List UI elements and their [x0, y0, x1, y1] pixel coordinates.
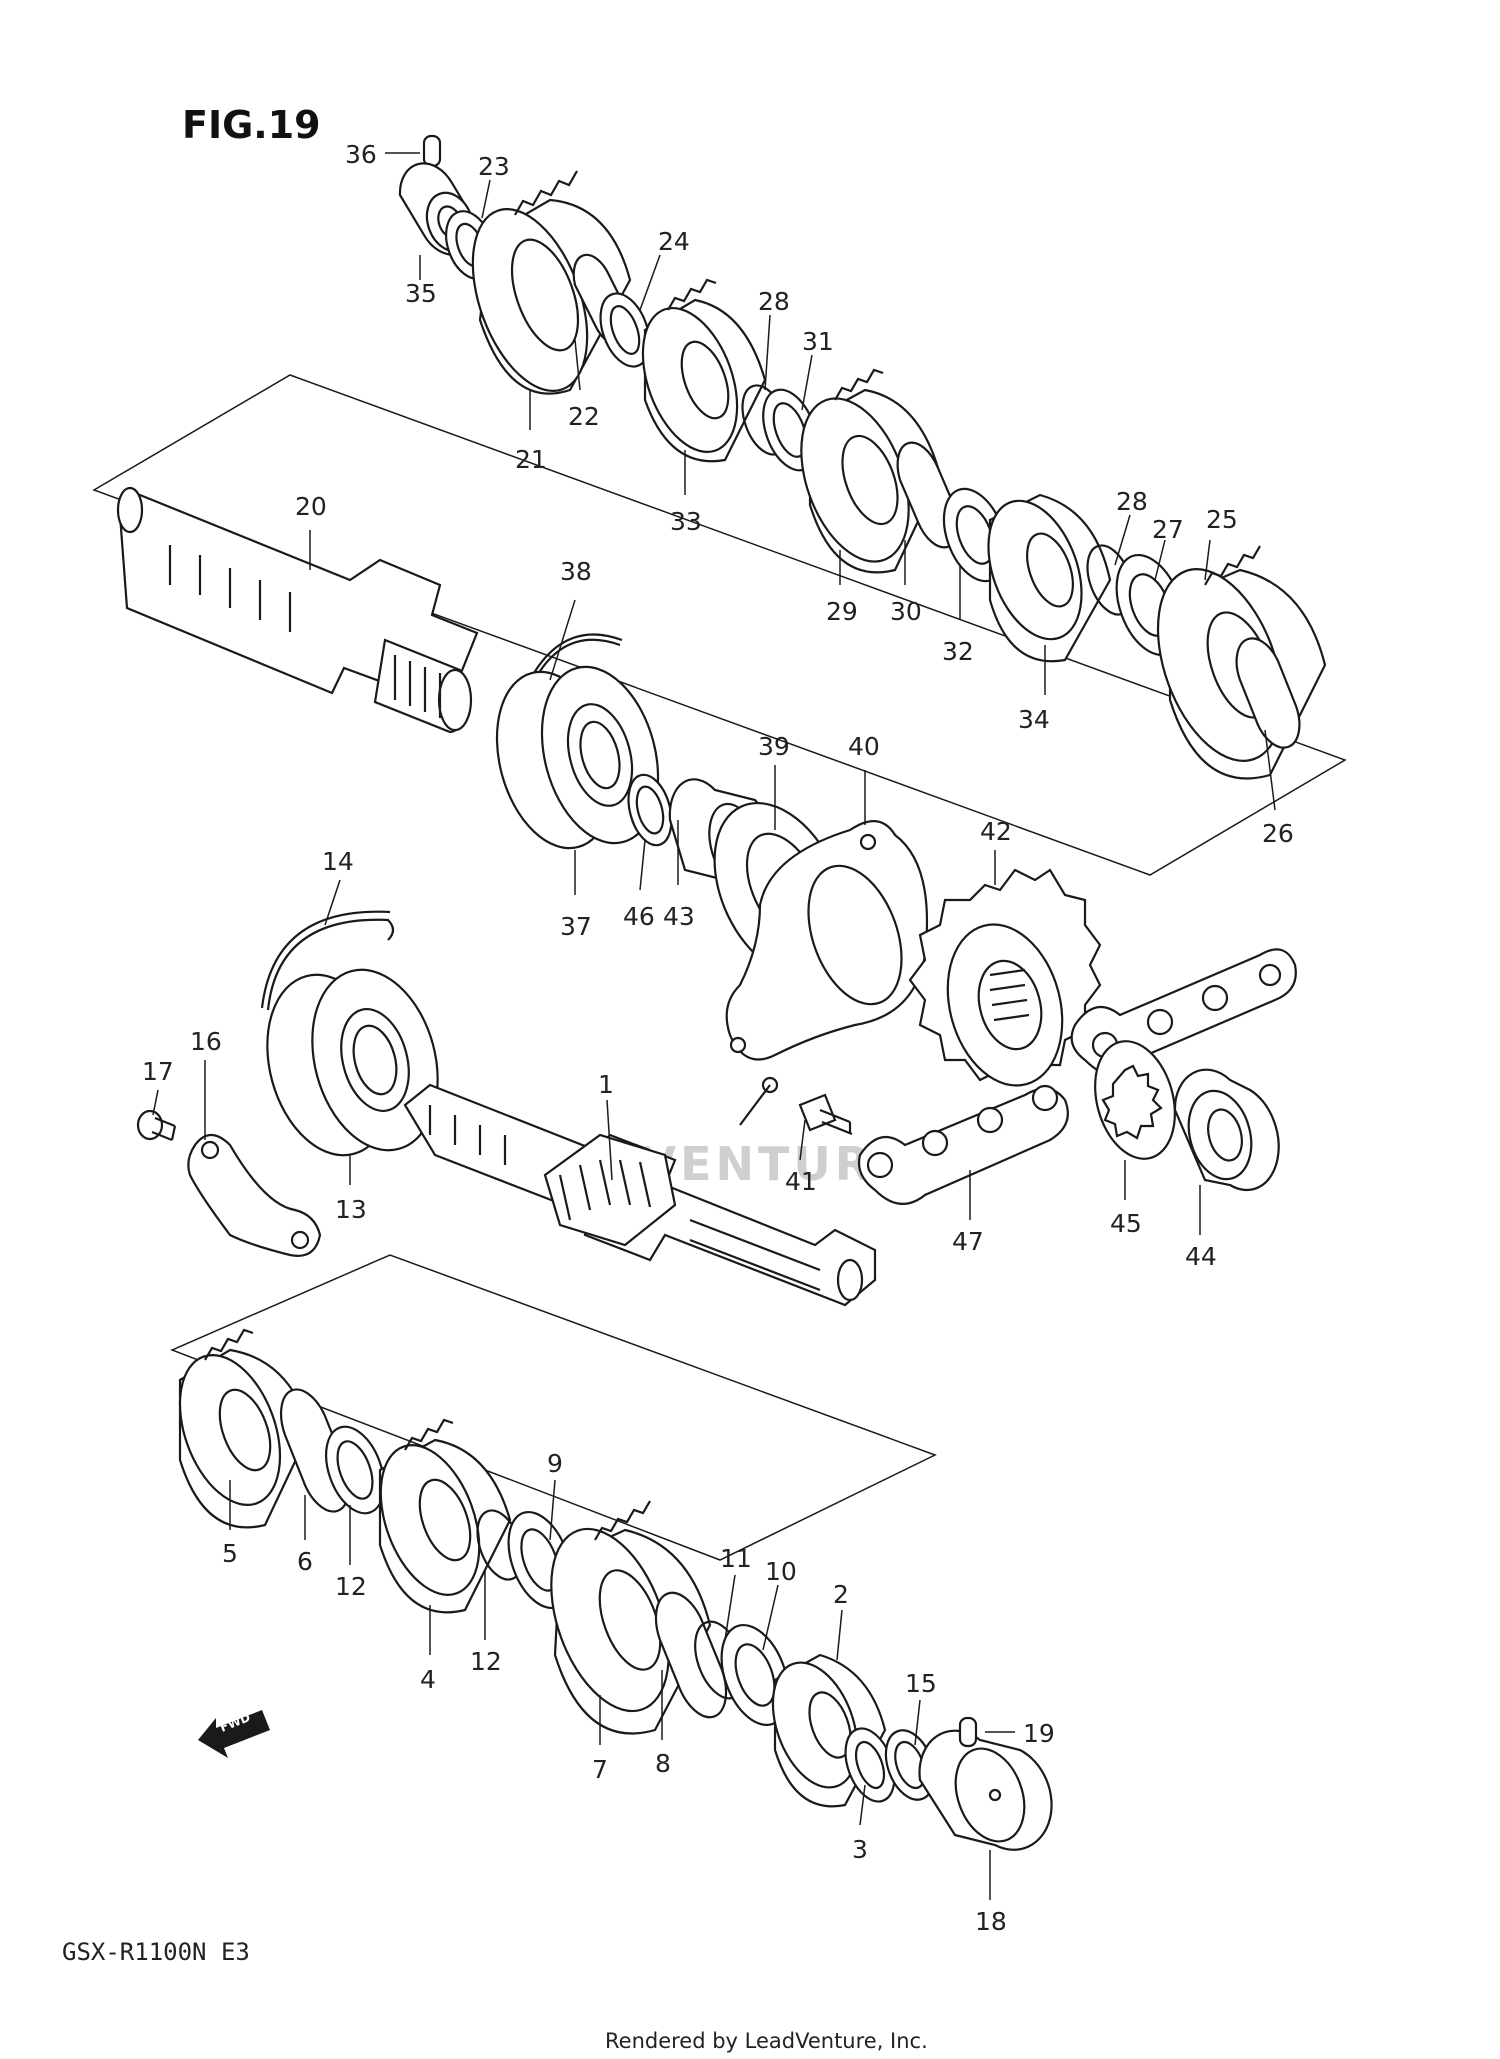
callout-6: 6 — [297, 1547, 313, 1576]
callout-44: 44 — [1185, 1242, 1217, 1271]
callout-37: 37 — [560, 912, 592, 941]
callout-33: 33 — [670, 507, 702, 536]
forward-direction-arrow: FWD — [198, 1710, 270, 1758]
callout-18: 18 — [975, 1907, 1007, 1936]
callout-38: 38 — [560, 557, 592, 586]
callout-9: 9 — [547, 1449, 563, 1478]
part-42-sprocket — [908, 868, 1102, 1087]
part-10-washer — [720, 1623, 790, 1727]
countershaft-assembly-frame — [92, 374, 1347, 876]
callout-42: 42 — [980, 817, 1012, 846]
part-16-stopper — [187, 1133, 322, 1257]
callout-28-lower: 28 — [1116, 487, 1148, 516]
callout-25: 25 — [1206, 505, 1238, 534]
part-7-gear — [550, 1500, 712, 1735]
callout-26: 26 — [1262, 819, 1294, 848]
callout-34: 34 — [1018, 705, 1050, 734]
callout-24: 24 — [658, 227, 690, 256]
callout-14: 14 — [322, 847, 354, 876]
part-45-lock-washer — [1094, 1040, 1176, 1160]
callout-30: 30 — [890, 597, 922, 626]
part-4-gear — [378, 1418, 512, 1614]
callout-41: 41 — [785, 1167, 817, 1196]
callout-28-upper: 28 — [758, 287, 790, 316]
callout-7: 7 — [592, 1755, 608, 1784]
callout-36: 36 — [345, 140, 377, 169]
callout-29: 29 — [826, 597, 858, 626]
callout-43: 43 — [663, 902, 695, 931]
part-1-driveshaft — [403, 1083, 877, 1307]
part-46-o-ring — [627, 773, 673, 847]
part-34-gear — [987, 493, 1112, 663]
callout-16: 16 — [190, 1027, 222, 1056]
callout-3: 3 — [852, 1835, 868, 1864]
callout-46: 46 — [623, 902, 655, 931]
part-36-pin — [422, 134, 442, 168]
part-14-circlip — [260, 910, 395, 1011]
model-code: GSX-R1100N E3 — [62, 1938, 250, 1966]
part-19-pin — [958, 1716, 978, 1748]
part-20-countershaft — [116, 486, 479, 734]
callout-45: 45 — [1110, 1209, 1142, 1238]
part-33-gear — [641, 278, 767, 463]
callout-20: 20 — [295, 492, 327, 521]
part-29-gear — [800, 368, 942, 574]
callout-5: 5 — [222, 1539, 238, 1568]
part-40-retainer-plate — [725, 820, 929, 1126]
callout-8: 8 — [655, 1749, 671, 1778]
callout-2: 2 — [833, 1580, 849, 1609]
callout-27: 27 — [1152, 515, 1184, 544]
part-17-bolt — [136, 1109, 177, 1142]
callout-4: 4 — [420, 1665, 436, 1694]
part-26-bushing — [1235, 637, 1301, 749]
callout-10: 10 — [765, 1557, 797, 1586]
part-37-bearing — [495, 665, 660, 850]
callout-22: 22 — [568, 402, 600, 431]
callout-32: 32 — [942, 637, 974, 666]
part-24-washer — [599, 292, 651, 368]
driveshaft-assembly-frame — [170, 1254, 937, 1561]
figure-title: FIG.19 — [182, 103, 321, 147]
part-18-bearing-cap — [918, 1729, 1053, 1851]
callout-labels: 36 23 35 24 21 22 28 31 33 29 30 32 34 2… — [142, 140, 1294, 1936]
callout-11: 11 — [720, 1544, 752, 1573]
callout-12-a: 12 — [335, 1572, 367, 1601]
leader-lines — [152, 152, 1276, 1900]
part-5-gear — [178, 1328, 312, 1529]
callout-31: 31 — [802, 327, 834, 356]
part-12-washer-a — [325, 1425, 385, 1515]
part-44-nut — [1173, 1068, 1280, 1192]
callout-47: 47 — [952, 1227, 984, 1256]
part-3-washer — [844, 1727, 896, 1803]
part-41-bolt — [798, 1093, 853, 1136]
callout-12-b: 12 — [470, 1647, 502, 1676]
callout-13: 13 — [335, 1195, 367, 1224]
callout-17: 17 — [142, 1057, 174, 1086]
callout-35: 35 — [405, 279, 437, 308]
callout-1: 1 — [598, 1070, 614, 1099]
render-credit: Rendered by LeadVenture, Inc. — [605, 2029, 928, 2053]
callout-19: 19 — [1023, 1719, 1055, 1748]
callout-15: 15 — [905, 1669, 937, 1698]
callout-21: 21 — [515, 445, 547, 474]
callout-23: 23 — [478, 152, 510, 181]
callout-39: 39 — [758, 732, 790, 761]
callout-40: 40 — [848, 732, 880, 761]
part-21-gear — [471, 170, 632, 395]
